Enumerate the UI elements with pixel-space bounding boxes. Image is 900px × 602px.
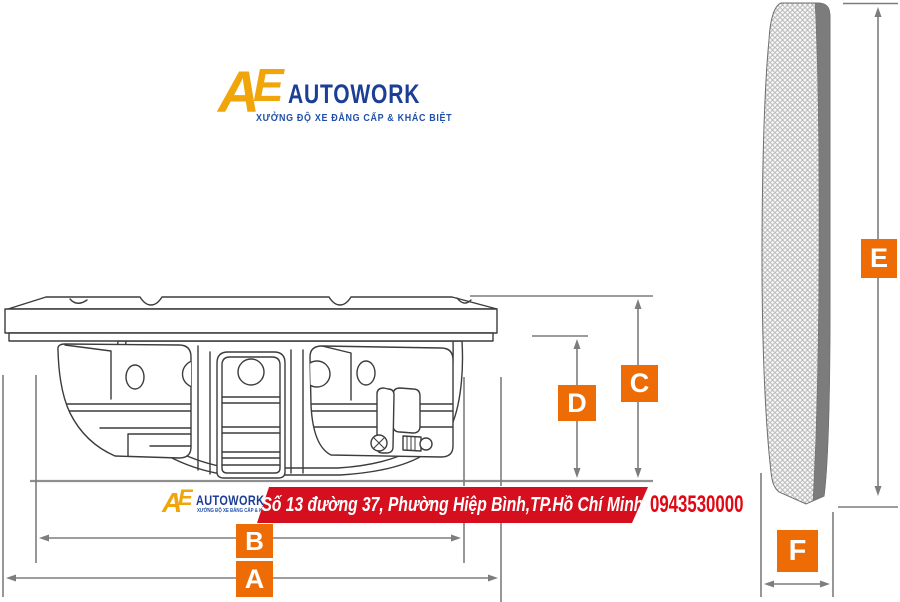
logo-mark-a: A — [218, 60, 260, 125]
flange-notch-left — [69, 298, 88, 304]
dimension-label-a: A — [236, 561, 273, 597]
dimension-label-d: D — [558, 385, 596, 421]
center-window — [216, 351, 286, 479]
dimension-label-c: C — [621, 365, 658, 402]
center-window-inner — [221, 356, 281, 474]
footer-brand-logo: A E AUTOWORK XƯỞNG ĐỘ XE ĐẲNG CẤP & KHÁC… — [158, 486, 288, 522]
mesh-rim — [812, 2, 831, 501]
brand-tagline: XƯỞNG ĐỘ XE ĐẲNG CẤP & KHÁC BIỆT — [256, 112, 453, 124]
address-ribbon: -Số 13 đường 37, Phường Hiệp Bình,TP.Hồ … — [257, 487, 648, 523]
speaker-frame-side-view — [4, 296, 498, 479]
arrowheads — [6, 7, 882, 588]
left-window-holes — [58, 344, 192, 457]
footer-logo-mark-e: E — [178, 485, 193, 510]
grille-mesh-profile — [761, 2, 831, 505]
rib-right — [290, 349, 304, 474]
rib-left — [197, 345, 211, 475]
logo-mark-e: E — [253, 59, 284, 111]
footer-brand-tagline: XƯỞNG ĐỘ XE ĐẲNG CẤP & KHÁC BIỆT — [197, 508, 284, 514]
dimension-label-b: B — [236, 524, 273, 558]
phone-number: 0943530000 — [650, 491, 744, 518]
footer-logo-mark-a: A — [162, 487, 183, 518]
center-hole — [237, 358, 265, 386]
left-window — [57, 343, 192, 459]
brand-logo: A E AUTOWORK XƯỞNG ĐỘ XE ĐẲNG CẤP & KHÁC… — [200, 62, 460, 137]
center-window-steps — [221, 396, 281, 466]
address-text: -Số 13 đường 37, Phường Hiệp Bình,TP.Hồ … — [256, 493, 649, 516]
flange-lip — [8, 332, 494, 342]
flange-front-face — [4, 308, 498, 334]
flange-notch-right — [456, 297, 472, 304]
brand-name: AUTOWORK — [288, 79, 421, 109]
dimension-label-e: E — [861, 239, 897, 278]
terminal-block — [370, 387, 433, 454]
flange-top-face — [7, 296, 498, 310]
footer-brand-name: AUTOWORK — [196, 492, 265, 508]
dimension-label-f: F — [777, 530, 818, 572]
